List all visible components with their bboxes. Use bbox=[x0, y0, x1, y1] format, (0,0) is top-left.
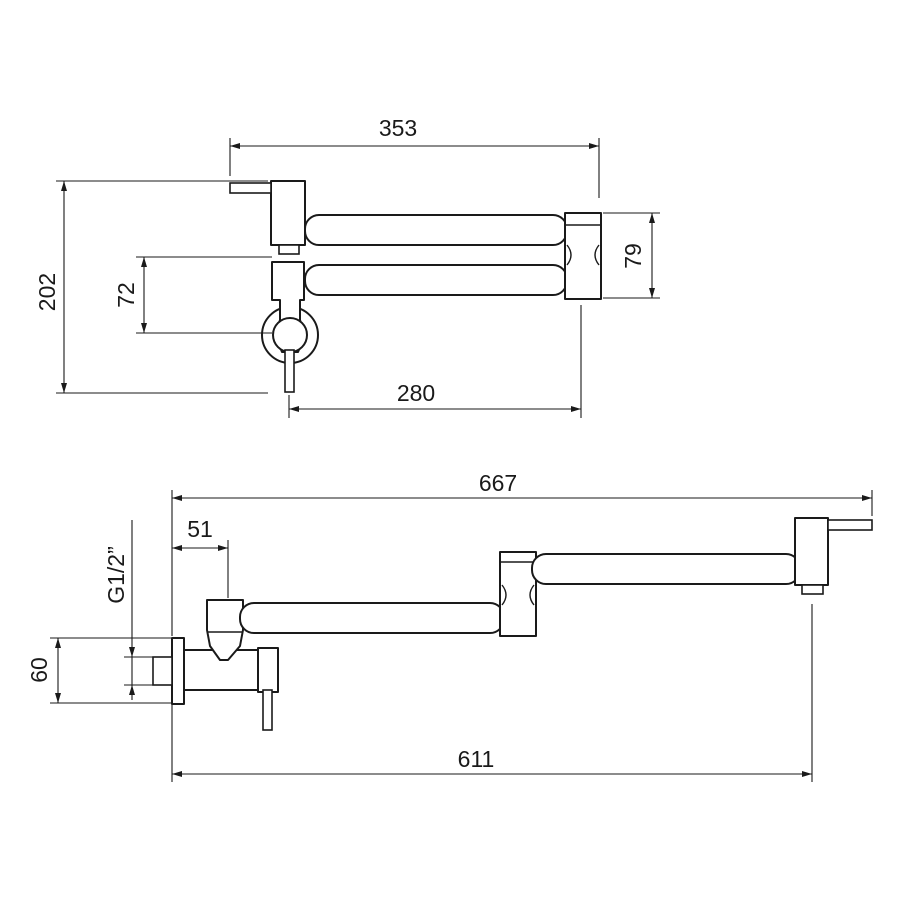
first-arm bbox=[239, 602, 505, 634]
dim-arm-length: 280 bbox=[397, 380, 435, 406]
dim-thread: G1/2” bbox=[103, 546, 129, 604]
upper-arm bbox=[304, 214, 568, 246]
dim-overall-height: 202 bbox=[34, 273, 60, 311]
side-valve-cap bbox=[257, 647, 279, 693]
dim-valve-offset: 51 bbox=[187, 516, 213, 542]
dim-wall-offset: 72 bbox=[113, 282, 139, 308]
side-spout-lever bbox=[827, 519, 873, 531]
side-spout-nozzle bbox=[801, 584, 824, 595]
top-view bbox=[229, 180, 602, 393]
side-wall-flange bbox=[171, 637, 185, 705]
spout-head bbox=[270, 180, 306, 246]
side-view-dimensions: 667 51 G1/2” 60 611 bbox=[26, 470, 873, 782]
threaded-inlet bbox=[152, 656, 173, 686]
lower-arm bbox=[304, 264, 568, 296]
dim-spout-reach: 611 bbox=[458, 746, 495, 772]
side-spout-head bbox=[794, 517, 829, 586]
side-view bbox=[152, 517, 873, 731]
spout-lever bbox=[229, 182, 272, 194]
dim-spout-height: 79 bbox=[620, 243, 646, 269]
side-valve-handle bbox=[262, 689, 273, 731]
valve-knob bbox=[272, 317, 308, 353]
dim-flange: 60 bbox=[26, 657, 52, 683]
dim-overall-width: 353 bbox=[379, 115, 417, 141]
second-arm bbox=[531, 553, 801, 585]
spout-nozzle bbox=[278, 244, 300, 255]
top-view-dimensions: 353 202 72 79 280 bbox=[34, 115, 660, 418]
valve-handle bbox=[284, 349, 295, 393]
dim-max-reach: 667 bbox=[479, 470, 517, 496]
